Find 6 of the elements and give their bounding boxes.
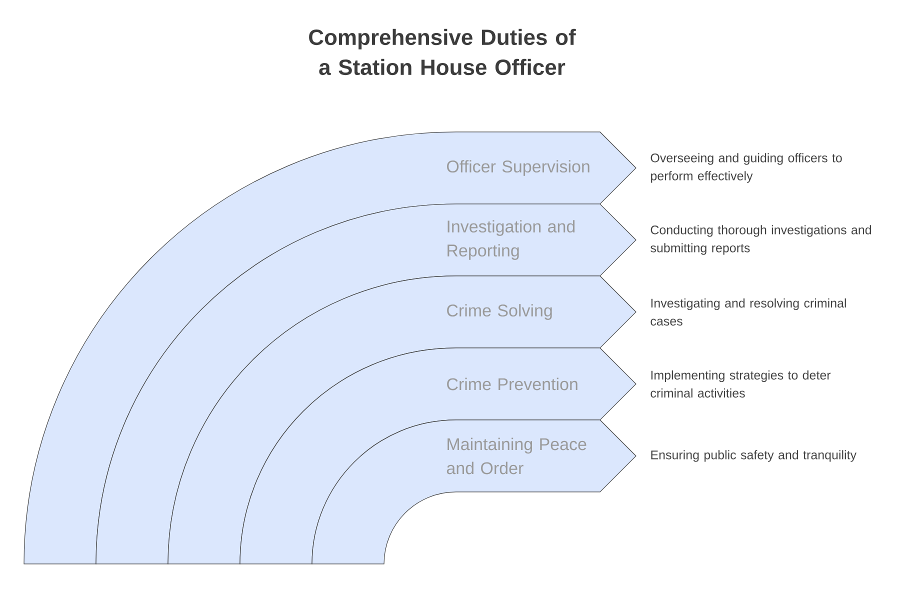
title: Comprehensive Duties of a Station House Officer [309, 28, 576, 76]
description-text: Conducting thorough investigations and submitting reports [650, 225, 872, 255]
description-text: Ensuring public safety and tranquility [651, 450, 856, 462]
description-text: Implementing strategies to deter criminal activities [650, 370, 831, 398]
description-text: Investigating and resolving criminal cases [650, 298, 846, 326]
description-text: Overseeing and guiding officers to perform effectively [650, 153, 842, 183]
